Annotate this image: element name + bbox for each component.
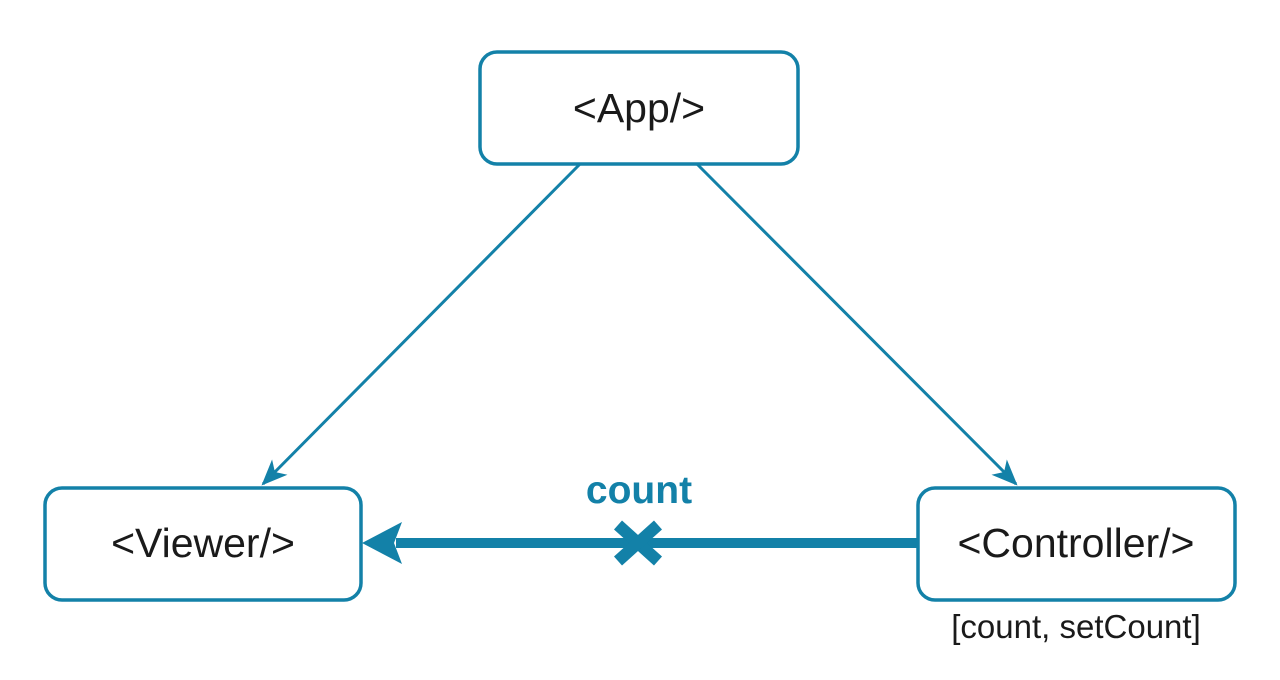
thick-arrowhead-icon	[362, 522, 402, 564]
x-mark-icon	[613, 520, 663, 566]
node-controller-box	[916, 486, 1237, 602]
edge-app-to-viewer	[261, 162, 582, 486]
node-viewer-box	[43, 486, 363, 602]
node-app-box	[478, 50, 800, 166]
edge-app-to-controller	[695, 162, 1018, 486]
edge-label-count: count	[586, 469, 692, 512]
node-viewer-label: <Viewer/>	[111, 520, 295, 566]
node-controller-sublabel: [count, setCount]	[951, 608, 1200, 645]
node-app-label: <App/>	[573, 85, 705, 131]
node-controller-label: <Controller/>	[957, 520, 1194, 566]
